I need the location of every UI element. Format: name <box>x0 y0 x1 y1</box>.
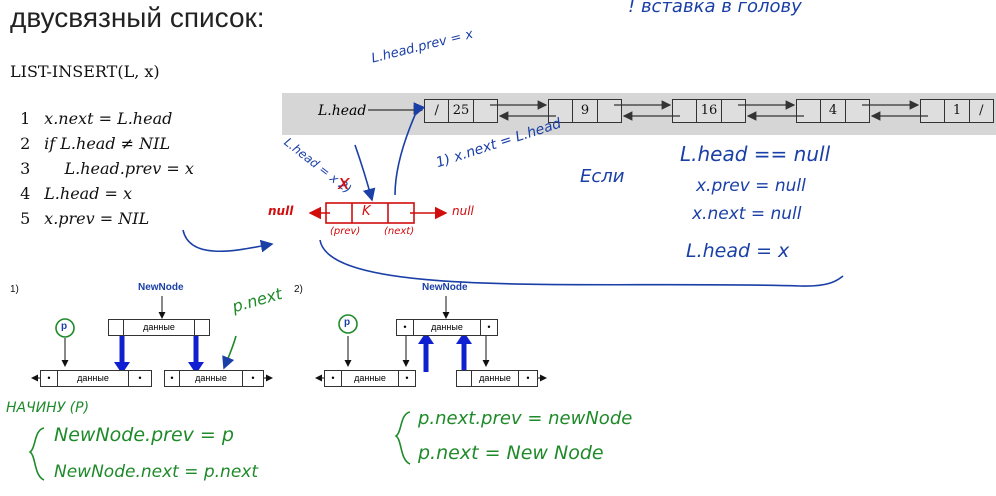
list-node: 4 <box>796 99 870 123</box>
line-number: 3 <box>20 159 31 178</box>
diagram1-p-circle <box>55 318 75 338</box>
pseudocode-panel <box>0 50 268 228</box>
diagram1-step: 1) <box>10 284 19 295</box>
diagram2-blue-head <box>456 332 472 344</box>
diagram2-left-node: • данные • <box>324 370 416 387</box>
line-number: 2 <box>20 134 31 153</box>
key-field: 16 <box>697 100 722 122</box>
pseudocode-header: LIST-INSERT(L, x) <box>10 62 160 81</box>
node-prev-cell: • <box>41 371 58 386</box>
annotation-x: x <box>338 170 350 194</box>
head-label: L.head <box>318 103 367 119</box>
key-field: 1 <box>945 100 970 122</box>
node-data-cell: данные <box>472 371 519 386</box>
node-next-cell: • <box>138 373 142 383</box>
node-next-cell <box>195 320 209 335</box>
diagram1-p-label: p <box>61 321 68 332</box>
key-field: 25 <box>449 100 474 122</box>
line-number: 1 <box>20 109 31 128</box>
diagram2-p-circle <box>338 314 358 334</box>
diagram2-step: 2) <box>294 284 303 295</box>
node-next-cell: • <box>405 373 409 383</box>
line-number: 4 <box>20 184 31 203</box>
line-text: x.next = L.head <box>44 109 173 128</box>
blue-arrow <box>182 229 274 253</box>
node-prev-cell: • <box>165 371 180 386</box>
node-next-cell: • <box>251 373 255 383</box>
diagram1-blue-head <box>114 362 130 374</box>
pnext-pointer <box>222 335 237 370</box>
bottom-right-line1: p.next.prev = newNode <box>418 408 633 429</box>
line-text: if L.head ≠ NIL <box>44 134 171 153</box>
node-data-cell: данные <box>342 371 399 386</box>
diagram2-right-node: данные • <box>456 370 538 387</box>
code-line: 2 if L.head ≠ NIL <box>10 115 170 153</box>
prev-field <box>549 100 574 122</box>
diagram2-blue-head <box>418 332 434 344</box>
node-prev-cell: • <box>325 371 342 386</box>
list-node: / 25 <box>424 99 498 123</box>
node-data-cell: данные <box>414 320 481 335</box>
diagram1-left-node: • данные • <box>40 370 152 387</box>
top-note: ! вставка в голову <box>628 0 802 17</box>
prev-field <box>797 100 822 122</box>
prev-field <box>673 100 698 122</box>
line-text: x.prev = NIL <box>44 209 150 228</box>
blue-arrow <box>354 144 376 202</box>
blue-arrow <box>394 102 426 196</box>
diagram1-blue-head <box>188 362 204 374</box>
key-field: 9 <box>573 100 598 122</box>
next-field: / <box>979 103 984 118</box>
condition-prev: x.prev = null <box>696 176 806 196</box>
node-data-cell: данные <box>180 371 243 386</box>
code-line: 1 x.next = L.head <box>10 90 172 128</box>
node-prev-cell <box>457 371 472 386</box>
code-line: 3 L.head.prev = x <box>10 140 194 178</box>
condition-next: x.next = null <box>692 204 802 224</box>
bottom-left-title: НАЧИНУ (P) <box>6 400 90 416</box>
node-prev-cell: • <box>397 320 414 335</box>
diagram2-newnode-label: NewNode <box>422 282 468 293</box>
bottom-left-line2: NewNode.next = p.next <box>54 462 259 482</box>
prev-field <box>921 100 946 122</box>
list-node: 1 / <box>920 99 994 123</box>
diagram1-newnode-box: данные <box>108 319 210 336</box>
line-text: L.head.prev = x <box>44 159 194 178</box>
left-brace <box>28 427 45 481</box>
bottom-right-line2: p.next = New Node <box>418 442 604 464</box>
blue-bracket <box>319 239 844 287</box>
null-right-label: null <box>452 204 474 218</box>
list-node: 16 <box>672 99 746 123</box>
right-brace <box>394 411 411 465</box>
diagram2-newnode-box: • данные • <box>396 319 498 336</box>
node-next-cell: • <box>487 322 491 332</box>
if-word: Если <box>580 166 625 187</box>
key-field: 4 <box>821 100 846 122</box>
diagram1-newnode-label: NewNode <box>138 282 184 293</box>
new-node-key: K <box>362 204 371 219</box>
node-prev-cell <box>109 320 124 335</box>
condition-head-null: L.head == null <box>680 142 831 166</box>
next-field-label: (next) <box>384 226 415 237</box>
condition-head: L.head = x <box>686 240 790 262</box>
node-next-cell: • <box>526 373 530 383</box>
line-number: 5 <box>20 209 31 228</box>
code-line: 4 L.head = x <box>10 165 132 203</box>
slide-title: двусвязный список: <box>10 2 265 33</box>
prev-field-label: (prev) <box>330 226 361 237</box>
line-text: L.head = x <box>44 184 133 203</box>
code-line: 5 x.prev = NIL <box>10 190 149 228</box>
bottom-left-line1: NewNode.prev = p <box>54 424 234 446</box>
diagram1-right-node: • данные • <box>164 370 264 387</box>
node-data-cell: данные <box>124 320 195 335</box>
list-node: 9 <box>548 99 622 123</box>
prev-field: / <box>425 100 450 122</box>
diagram2-p-label: p <box>344 317 351 328</box>
node-data-cell: данные <box>58 371 129 386</box>
null-left-label: null <box>268 204 294 218</box>
